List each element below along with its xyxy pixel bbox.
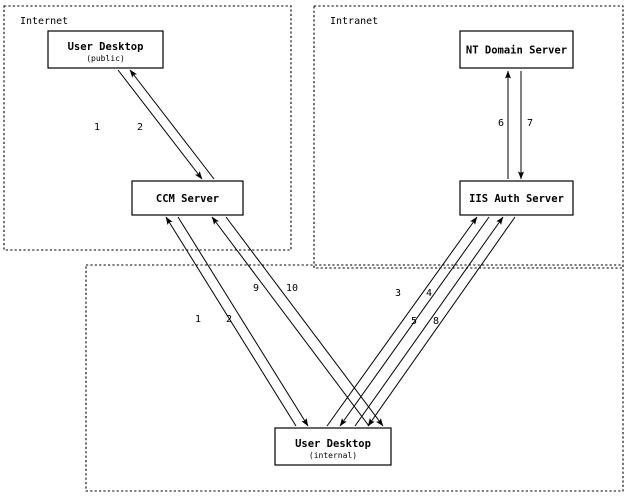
flow-label-e6: 10 [286,283,298,294]
flow-arrow-9-user-desktop-internal-to-ccm-server [211,216,370,427]
node-box-iis-auth-server[interactable] [459,180,574,216]
flow-arrow-4-iis-auth-server-to-user-desktop-internal [339,216,490,427]
zone-boundary-internet [3,5,292,251]
flow-arrow-2-ccm-server-to-user-desktop-public [129,69,215,180]
flow-arrow-5-user-desktop-internal-to-iis-auth-server [354,216,504,427]
zone-boundary-intranet [313,5,624,269]
zone-label-intranet: Intranet [330,16,378,27]
node-iis-auth-server[interactable]: IIS Auth Server [459,180,574,216]
flow-arrow-8-iis-auth-server-to-user-desktop-internal [367,216,516,427]
zone-label-internet: Internet [20,16,68,27]
flow-arrow-10-ccm-server-to-user-desktop-internal [225,216,384,427]
flow-label-e9: 5 [411,316,417,327]
node-nt-domain-server[interactable]: NT Domain Server [459,30,574,69]
flow-label-e7: 3 [395,288,401,299]
flow-label-e10: 8 [433,316,439,327]
node-box-user-desktop-internal[interactable] [274,427,392,466]
flow-label-e3: 1 [195,314,201,325]
node-user-desktop-internal[interactable]: User Desktop(internal) [274,427,392,466]
node-box-ccm-server[interactable] [131,180,244,216]
node-box-nt-domain-server[interactable] [459,30,574,69]
zone-intranet: Intranet [313,5,624,269]
flow-label-e8: 4 [426,288,432,299]
zone-boundary-lan [85,264,624,492]
zone-lan [85,264,624,492]
edges-layer [117,69,524,427]
node-user-desktop-public[interactable]: User Desktop(public) [47,30,164,69]
node-title-user-desktop-internal: User Desktop [295,438,371,450]
node-title-iis-auth-server: IIS Auth Server [469,193,564,205]
edge-labels-layer: 1 2 1 2 9 10 3 4 5 8 6 7 [94,118,533,327]
node-title-nt-domain-server: NT Domain Server [466,45,567,57]
flow-arrow-2-ccm-server-to-user-desktop-internal [177,216,309,427]
node-title-user-desktop-public: User Desktop [68,41,144,53]
flow-label-e11: 6 [498,118,504,129]
flow-label-e1: 1 [94,122,100,133]
node-title-ccm-server: CCM Server [156,193,219,205]
flow-arrow-1-user-desktop-internal-to-ccm-server [165,216,297,427]
node-box-user-desktop-public[interactable] [47,30,164,69]
flow-arrow-1-user-desktop-public-to-ccm-server [117,69,203,180]
flow-label-e4: 2 [226,314,232,325]
zones-layer: Internet Intranet [3,5,624,492]
flow-arrow-3-user-desktop-internal-to-iis-auth-server [326,216,478,427]
node-subtitle-user-desktop-public: (public) [86,54,125,63]
flow-label-e12: 7 [527,118,533,129]
node-ccm-server[interactable]: CCM Server [131,180,244,216]
zone-internet: Internet [3,5,292,251]
node-subtitle-user-desktop-internal: (internal) [309,451,357,460]
flow-label-e5: 9 [253,283,259,294]
flow-label-e2: 2 [137,122,143,133]
